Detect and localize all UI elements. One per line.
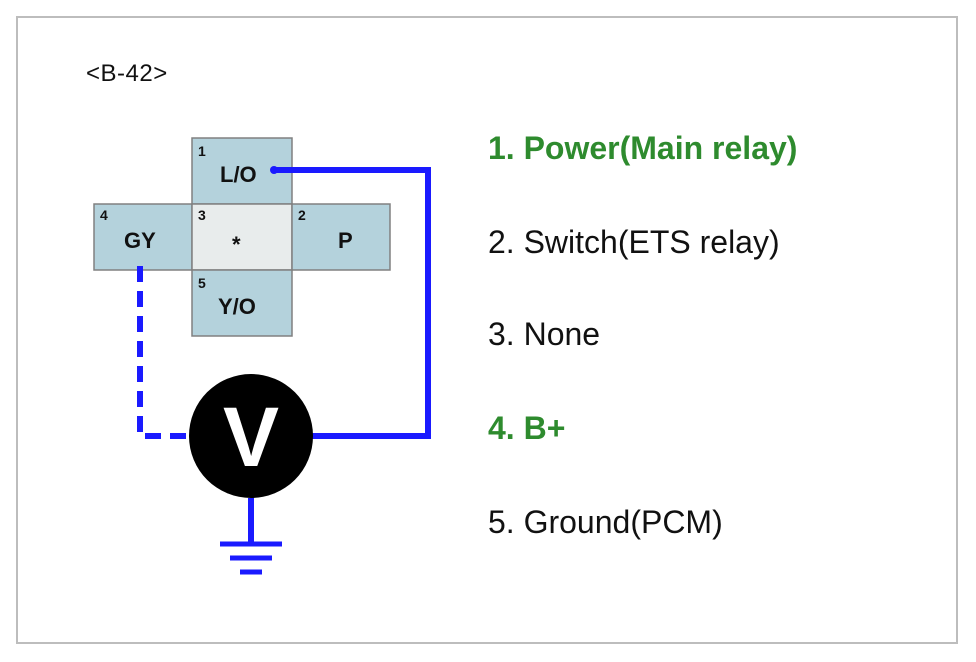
solid-probe-wire [274,167,431,439]
pin-1-number: 1 [198,143,206,159]
pin-3-cell [191,203,293,271]
legend-item-1: 1. Power(Main relay) [488,130,798,166]
pin-4-cell [93,203,193,271]
voltmeter-icon [189,374,313,498]
voltmeter-symbol: V [223,390,279,484]
pin-3-label: * [232,232,241,257]
pin-4-label: GY [124,228,156,253]
pin-5-number: 5 [198,275,206,291]
legend-item-5: 5. Ground(PCM) [488,504,723,540]
ground-icon [220,541,282,575]
pin-2-label: P [338,228,353,253]
dashed-probe-wire [137,266,190,439]
legend-item-2: 2. Switch(ETS relay) [488,224,780,260]
legend-item-3: 3. None [488,316,601,352]
legend-item-4: 4. B+ [488,410,566,446]
pin-1-label: L/O [220,162,257,187]
diagram-frame [16,16,958,644]
pin-5-cell [191,269,293,337]
pin-5-label: Y/O [218,294,256,319]
pin-3-number: 3 [198,207,206,223]
pin-2-number: 2 [298,207,306,223]
connector-id: <B-42> [86,60,168,87]
pin-2-cell [291,203,391,271]
pin-1-probe-point [270,166,278,174]
pin-4-number: 4 [100,207,108,223]
